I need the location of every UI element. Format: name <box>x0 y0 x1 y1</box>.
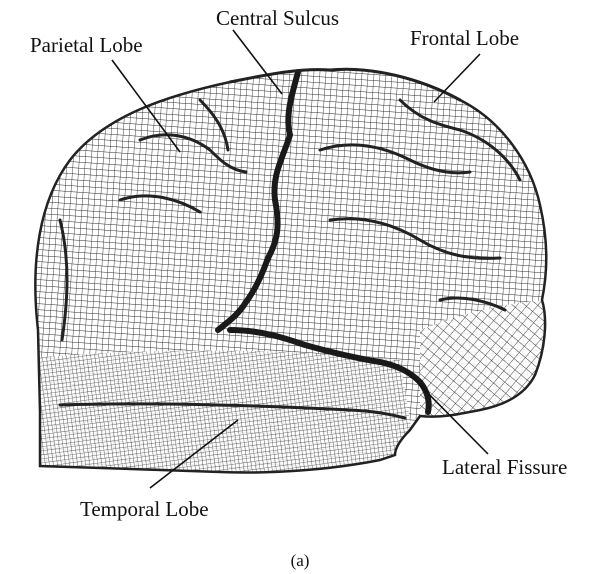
parietal-lobe-label: Parietal Lobe <box>30 33 143 57</box>
central-sulcus-label: Central Sulcus <box>216 6 339 30</box>
temporal-mesh-region <box>10 351 420 480</box>
frontal-lobe-label: Frontal Lobe <box>410 26 519 50</box>
brain-mesh <box>10 69 560 480</box>
temporal-lobe-label: Temporal Lobe <box>80 497 209 521</box>
figure-caption: (a) <box>291 551 310 570</box>
frontal-lobe-leader <box>434 54 480 102</box>
lateral-fissure-label: Lateral Fissure <box>442 455 567 479</box>
